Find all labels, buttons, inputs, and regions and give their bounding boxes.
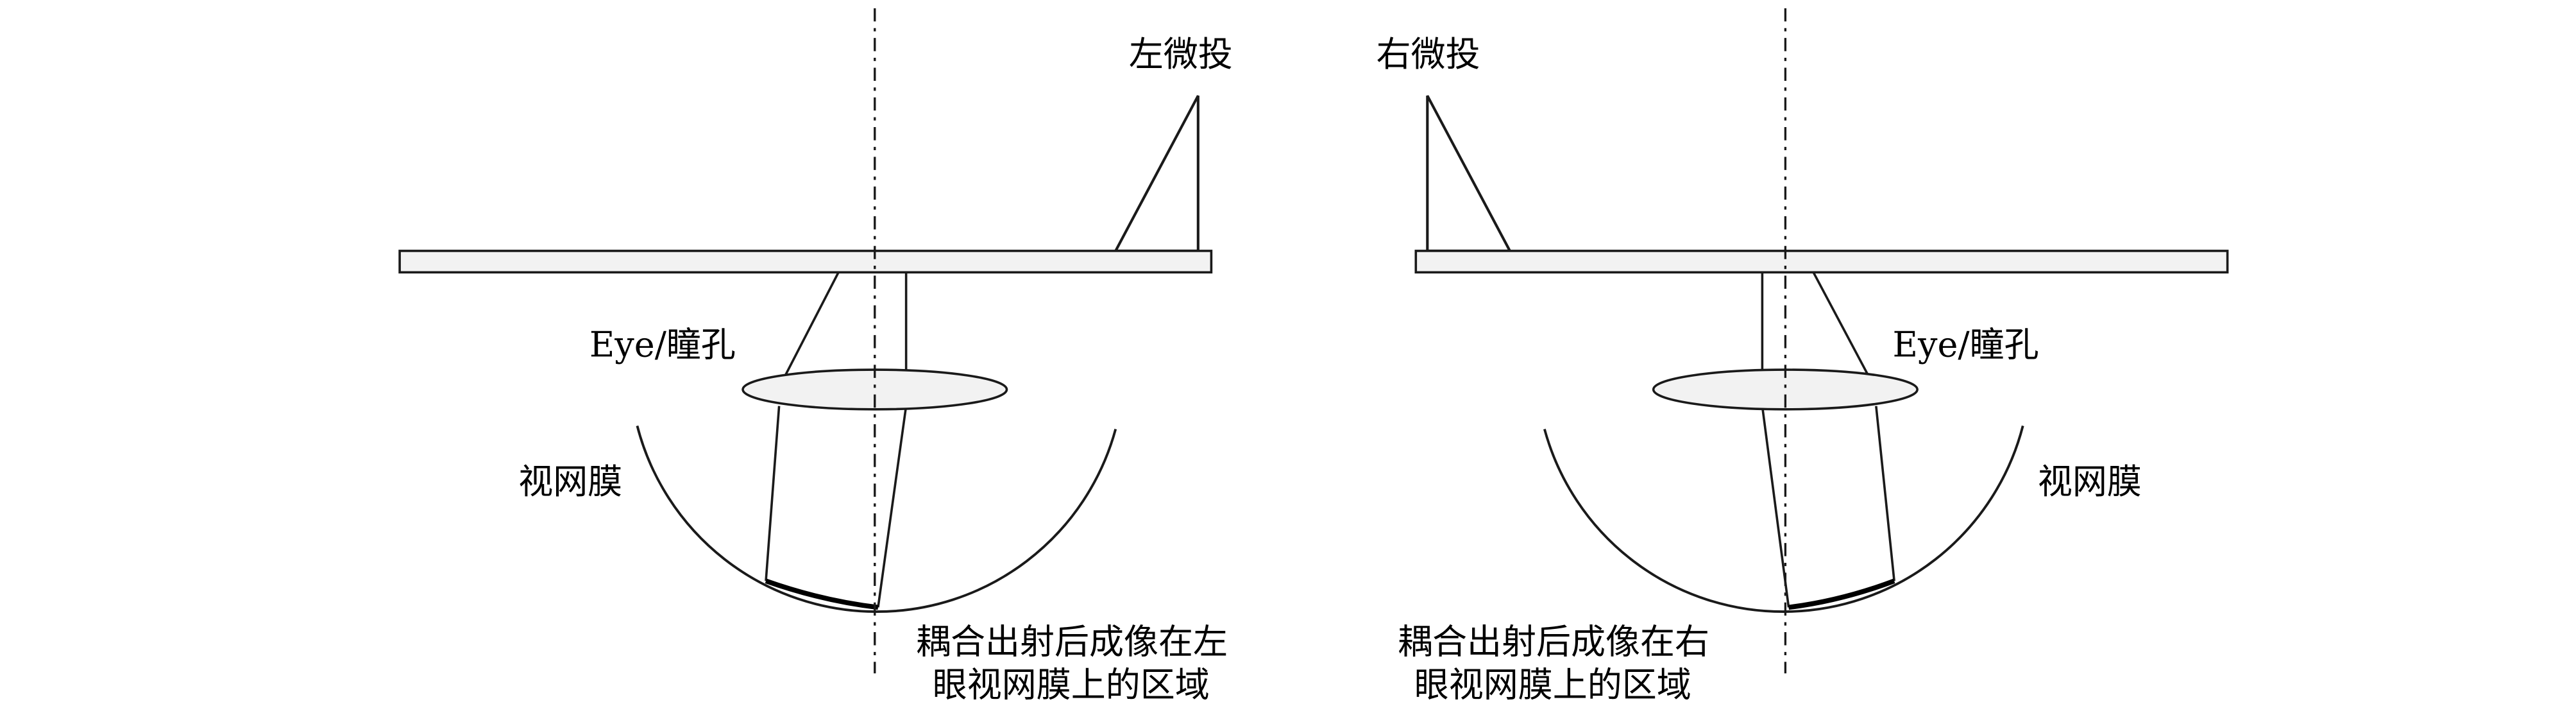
right-waveguide [1414,250,2229,274]
left-waveguide [398,250,1213,274]
right-retina-label: 视网膜 [2038,461,2142,502]
right-beam-lower-inner [1761,406,1790,608]
right-pupil-label: Eye/瞳孔 [1893,325,2039,365]
right-eye-system: 右微投 Eye/瞳孔 视网膜 耦合出射后成像在右 眼视网膜上的区域 [1377,8,2229,705]
right-projector-label: 右微投 [1377,34,1480,74]
left-retina-arc [636,425,1117,614]
right-region-label-line2: 眼视网膜上的区域 [1414,664,1691,705]
left-beam-upper-outer [784,271,840,375]
left-retina-image-region [765,578,879,610]
right-retina-image-region [1788,578,1895,610]
left-eye-system: 左微投 Eye/瞳孔 视网膜 耦合出射后成像在左 眼视网膜上的区域 [398,8,1233,705]
left-retina-label: 视网膜 [518,461,622,502]
left-micro-projector [1113,95,1199,252]
left-beam-lower-outer [765,406,781,581]
left-pupil-label: Eye/瞳孔 [589,325,736,365]
left-projector-label: 左微投 [1129,34,1233,74]
left-region-label-line1: 耦合出射后成像在左 [916,621,1228,662]
right-retina-arc [1543,425,2024,614]
left-region-label-line2: 眼视网膜上的区域 [933,664,1210,705]
right-micro-projector [1426,95,1513,252]
right-region-label-line1: 耦合出射后成像在右 [1398,621,1709,662]
right-beam-lower-outer [1875,406,1895,581]
left-beam-lower-inner [877,406,908,608]
right-beam-upper-outer [1812,271,1869,375]
